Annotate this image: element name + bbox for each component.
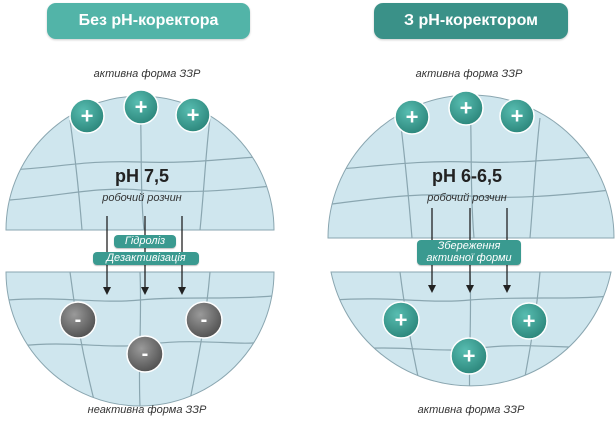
right-bottom-ion-3: + bbox=[510, 302, 548, 340]
left-bottom-caption: неактивна форма ЗЗР bbox=[87, 404, 207, 416]
right-top-ion-3: + bbox=[499, 98, 535, 134]
left-top-ion-3: + bbox=[175, 97, 211, 133]
right-top-ion-1: + bbox=[394, 99, 430, 135]
left-top-caption: активна форма ЗЗР bbox=[93, 68, 201, 80]
svg-text:+: + bbox=[81, 104, 94, 129]
right-bottom-ion-2: + bbox=[450, 337, 488, 375]
left-tag-deactivation: Дезактивізація bbox=[93, 252, 199, 265]
left-ph-subtitle: робочий розчин bbox=[102, 192, 182, 204]
left-tag-hydrolysis: Гідроліз bbox=[114, 235, 176, 248]
svg-text:+: + bbox=[135, 95, 148, 120]
svg-text:-: - bbox=[201, 309, 208, 331]
svg-text:+: + bbox=[395, 308, 408, 333]
left-top-ion-1: + bbox=[69, 98, 105, 134]
svg-text:+: + bbox=[187, 103, 200, 128]
right-top-caption: активна форма ЗЗР bbox=[415, 68, 523, 80]
svg-text:+: + bbox=[463, 344, 476, 369]
left-top-ion-2: + bbox=[123, 89, 159, 125]
right-bottom-caption: активна форма ЗЗР bbox=[417, 404, 525, 416]
left-ph-value: pH 7,5 bbox=[114, 166, 170, 186]
right-panel-title: З pH-коректором bbox=[374, 3, 568, 39]
left-panel-title: Без pH-коректора bbox=[47, 3, 250, 39]
svg-text:+: + bbox=[523, 309, 536, 334]
left-bottom-ion-1: - bbox=[59, 301, 97, 339]
left-bottom-ion-2: - bbox=[126, 335, 164, 373]
right-ph-value: pH 6-6,5 bbox=[431, 166, 503, 186]
svg-text:-: - bbox=[75, 309, 82, 331]
svg-text:-: - bbox=[142, 343, 149, 365]
right-bottom-ion-1: + bbox=[382, 301, 420, 339]
right-ph-subtitle: робочий розчин bbox=[427, 192, 507, 204]
right-tag-preservation: Збереження активної форми bbox=[417, 240, 521, 265]
left-bottom-ion-3: - bbox=[185, 301, 223, 339]
right-tag-line-1: Збереження bbox=[437, 240, 501, 252]
svg-text:+: + bbox=[511, 104, 524, 129]
svg-text:+: + bbox=[406, 105, 419, 130]
right-top-ion-2: + bbox=[448, 90, 484, 126]
right-tag-line-2: активної форми bbox=[426, 252, 512, 264]
svg-text:+: + bbox=[460, 96, 473, 121]
